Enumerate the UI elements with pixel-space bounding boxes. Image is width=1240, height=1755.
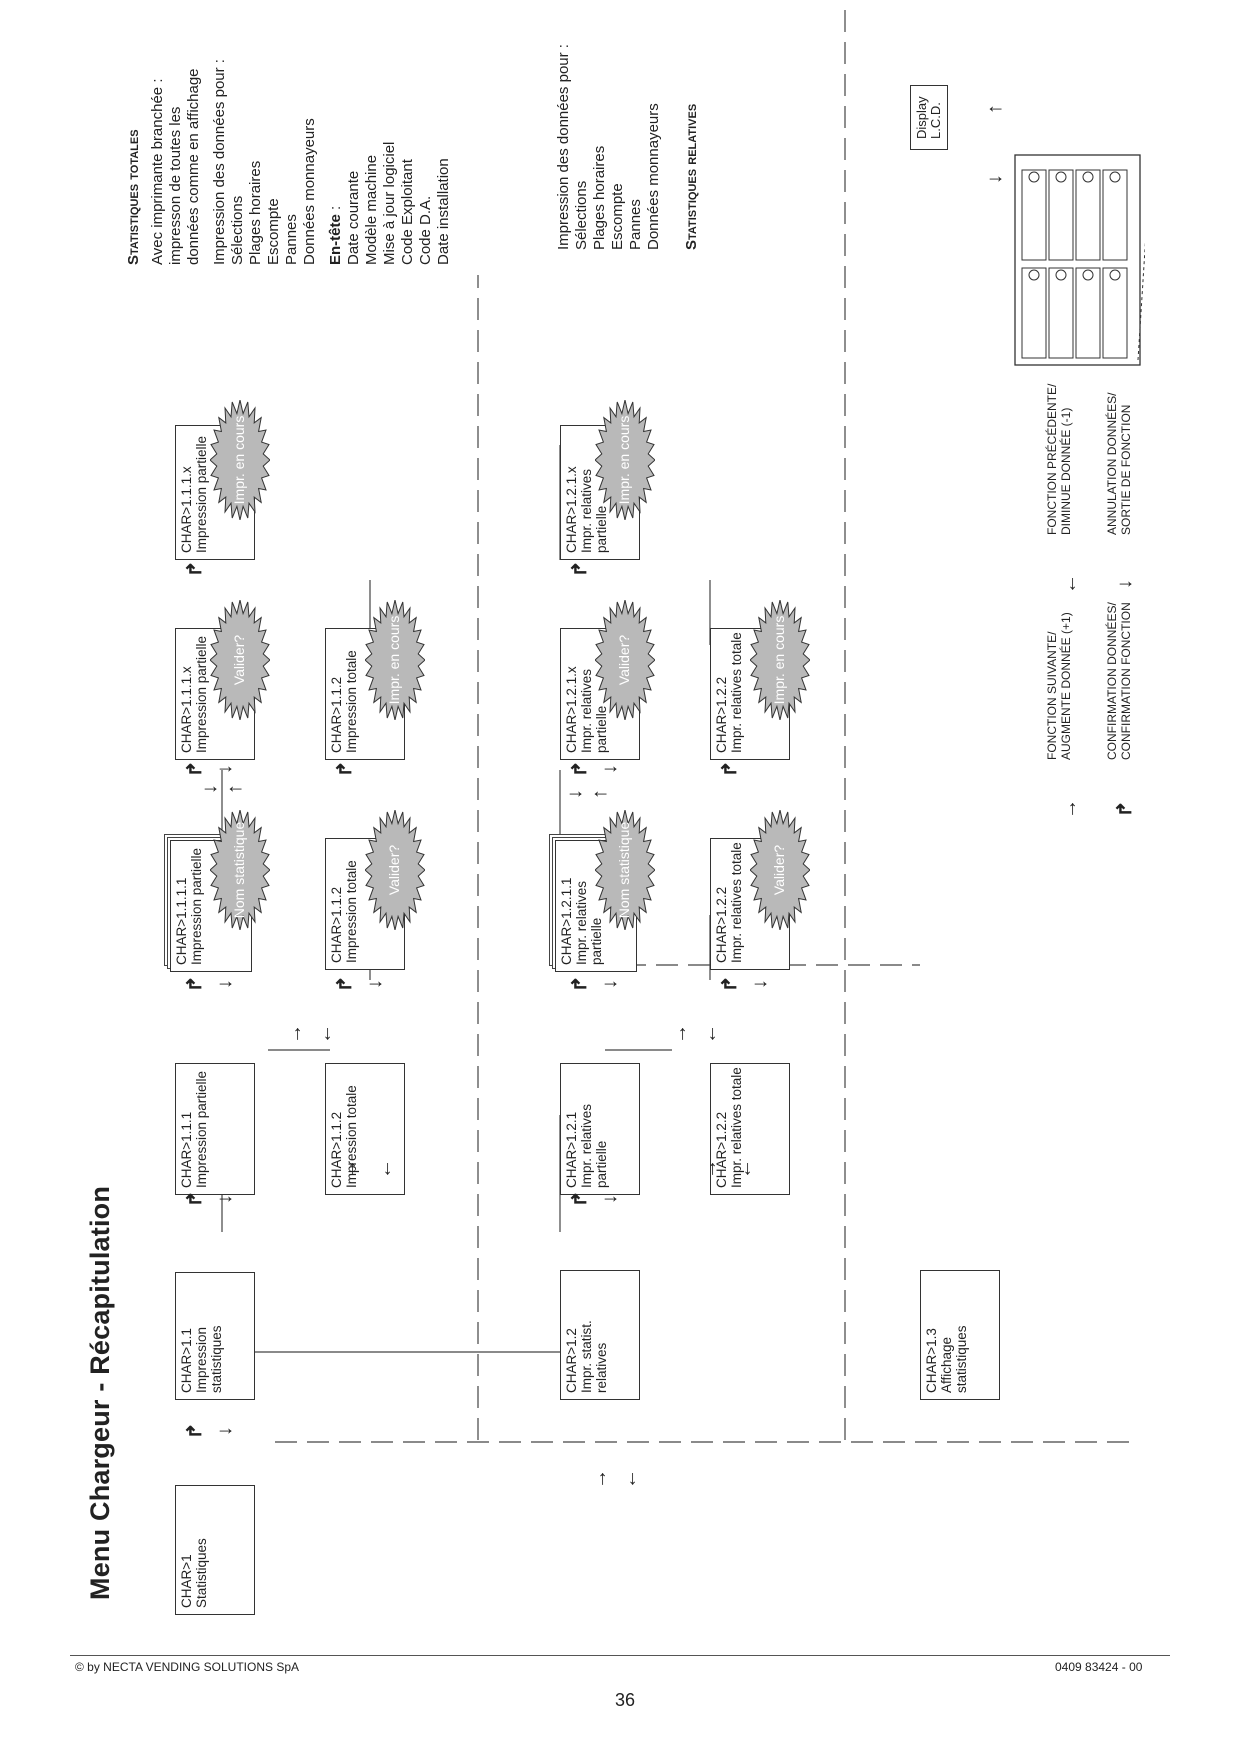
arrow-confirm-icon: ↱ xyxy=(184,560,206,578)
keypad-diagram xyxy=(1014,154,1145,366)
burst-label: Valider? xyxy=(231,634,247,686)
burst-nom: Nom statistique xyxy=(594,809,656,931)
burst-valider: Valider? xyxy=(749,809,811,931)
footer-copyright: © by NECTA VENDING SOLUTIONS SpA xyxy=(75,1660,300,1674)
arrow-next-icon: ↓ xyxy=(214,1194,236,1204)
arrow-next-icon: ↓ xyxy=(364,979,386,989)
heading-statistiques-relatives: Statistiques relatives xyxy=(683,103,700,250)
burst-impr: Impr. en cours xyxy=(594,399,656,521)
keypad-row xyxy=(1102,169,1128,261)
legend-prev: FONCTION PRÉCÉDENTE/DIMINUE DONNÉE (-1) xyxy=(1045,383,1073,535)
arrow-next-icon: ↓ xyxy=(564,789,586,799)
section-statistiques-totales: Statistiques totales Avec imprimante bra… xyxy=(125,5,453,265)
page-number: 36 xyxy=(615,1690,636,1710)
arrow-confirm-icon: ↱ xyxy=(184,975,206,993)
arrow-confirm-icon: ↱ xyxy=(569,1190,591,1208)
legend-cancel: ANNULATION DONNÉES/SORTIE DE FONCTION xyxy=(1105,392,1133,535)
arrow-confirm-icon: ↱ xyxy=(719,975,741,993)
arrow-prev-icon: ← xyxy=(314,1024,336,1044)
arrow-prev-icon: ↑ xyxy=(589,789,611,799)
arrow-next-icon: → xyxy=(284,1024,306,1044)
keypad-row xyxy=(1048,267,1074,359)
keypad-row xyxy=(1075,267,1101,359)
arrow-cancel-icon: ↓ xyxy=(984,174,1006,184)
burst-label: Impr. en cours xyxy=(386,615,402,705)
section-statistiques-relatives: Impression des données pour : Sélections… xyxy=(555,0,707,250)
keypad-row xyxy=(1075,169,1101,261)
arrow-confirm-icon: ↱ xyxy=(1114,800,1136,818)
burst-valider: Valider? xyxy=(209,599,271,721)
keypad-row xyxy=(1048,169,1074,261)
heading-statistiques-totales: Statistiques totales xyxy=(125,129,142,265)
legend-next: FONCTION SUIVANTE/AUGMENTE DONNÉE (+1) xyxy=(1045,612,1073,760)
page-title: Menu Chargeur - Récapitulation xyxy=(85,1185,115,1600)
arrow-prev-icon: ← xyxy=(1059,574,1081,594)
arrow-next-icon: ↓ xyxy=(599,1194,621,1204)
arrow-next-icon: ↓ xyxy=(214,979,236,989)
arrow-next-icon: ↓ xyxy=(199,784,221,794)
burst-impr: Impr. en cours xyxy=(749,599,811,721)
burst-valider: Valider? xyxy=(594,599,656,721)
keypad-row xyxy=(1021,267,1047,359)
arrow-next-icon: → xyxy=(339,1159,361,1179)
keypad-row xyxy=(1021,169,1047,261)
arrow-next-icon: ↓ xyxy=(599,764,621,774)
burst-label: Nom statistique xyxy=(231,821,247,919)
keypad-row xyxy=(1102,267,1128,359)
burst-label: Nom statistique xyxy=(616,821,632,919)
arrow-next-icon: ↓ xyxy=(214,764,236,774)
entete-label: En-tête xyxy=(327,214,344,265)
footer-rule xyxy=(70,1655,1170,1656)
arrow-prev-icon: ← xyxy=(374,1159,396,1179)
arrow-next-icon: ↓ xyxy=(599,979,621,989)
burst-label: Impr. en cours xyxy=(231,415,247,505)
arrow-confirm-icon: ↱ xyxy=(184,760,206,778)
arrow-cancel-icon: ↓ xyxy=(1114,579,1136,589)
burst-nom: Nom statistique xyxy=(209,809,271,931)
arrow-next-icon: ↓ xyxy=(214,1426,236,1436)
arrow-next-icon: → xyxy=(669,1024,691,1044)
burst-impr: Impr. en cours xyxy=(209,399,271,521)
arrow-confirm-icon: ↑ xyxy=(984,104,1006,114)
arrow-confirm-icon: ↱ xyxy=(569,560,591,578)
arrow-next-icon: → xyxy=(699,1159,721,1179)
arrow-confirm-icon: ↱ xyxy=(569,760,591,778)
footer-doc-code: 0409 83424 - 00 xyxy=(1055,1660,1143,1674)
burst-label: Impr. en cours xyxy=(771,615,787,705)
arrow-prev-icon: ↑ xyxy=(224,784,246,794)
arrow-confirm-icon: ↱ xyxy=(184,1190,206,1208)
legend-confirm: CONFIRMATION DONNÉES/CONFIRMATION FONCTI… xyxy=(1105,602,1133,760)
burst-label: Valider? xyxy=(386,844,402,896)
burst-label: Valider? xyxy=(771,844,787,896)
arrow-prev-icon: ← xyxy=(619,1469,641,1489)
burst-valider: Valider? xyxy=(364,809,426,931)
burst-label: Impr. en cours xyxy=(616,415,632,505)
arrow-next-icon: → xyxy=(589,1469,611,1489)
arrow-prev-icon: ← xyxy=(734,1159,756,1179)
arrow-next-icon: → xyxy=(1059,799,1081,819)
burst-label: Valider? xyxy=(616,634,632,686)
arrow-confirm-icon: ↱ xyxy=(334,975,356,993)
arrow-confirm-icon: ↱ xyxy=(334,760,356,778)
arrow-confirm-icon: ↱ xyxy=(719,760,741,778)
arrow-prev-icon: ← xyxy=(699,1024,721,1044)
arrow-confirm-icon: ↱ xyxy=(184,1422,206,1440)
arrow-confirm-icon: ↱ xyxy=(569,975,591,993)
arrow-next-icon: ↓ xyxy=(749,979,771,989)
burst-impr: Impr. en cours xyxy=(364,599,426,721)
